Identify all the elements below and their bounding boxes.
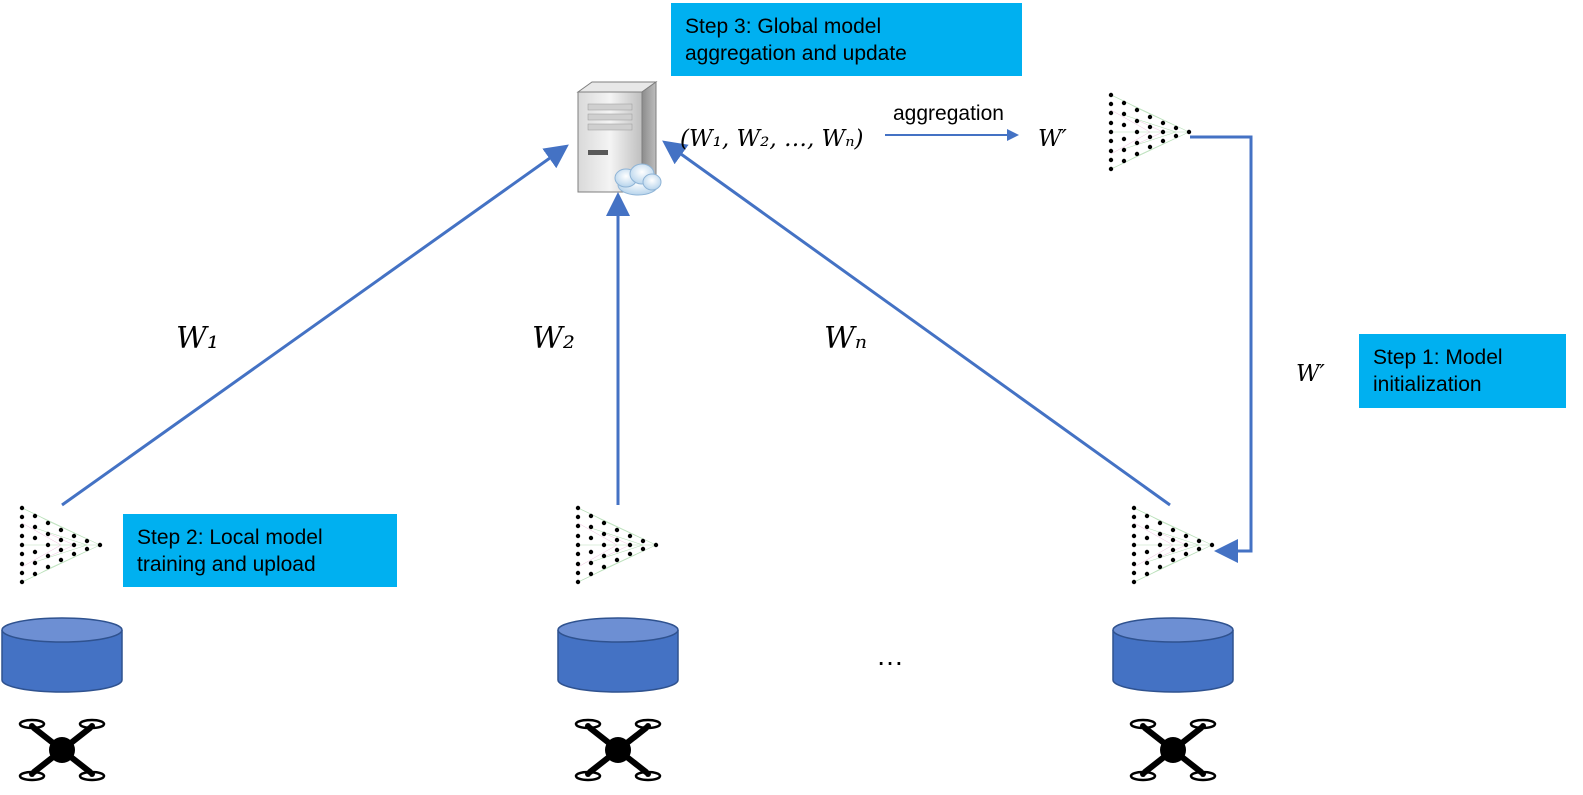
database-n-icon xyxy=(1112,617,1234,693)
initialization-arrow xyxy=(1190,135,1253,563)
wn-label: Wₙ xyxy=(824,321,867,356)
drone-1-icon xyxy=(20,720,104,780)
step3-line1: Step 3: Global model xyxy=(685,15,882,38)
step2-line2: training and upload xyxy=(137,553,316,576)
step1-line1: Step 1: Model xyxy=(1373,346,1503,369)
ellipsis-label: … xyxy=(876,640,904,671)
local-model-2-neural-network-icon xyxy=(575,505,659,585)
aggregation-label: aggregation xyxy=(893,102,1004,125)
local-model-1-neural-network-icon xyxy=(19,505,103,585)
drone-n-icon xyxy=(1131,720,1215,780)
cloud-icon xyxy=(614,163,662,196)
local-model-n-neural-network-icon xyxy=(1131,505,1215,585)
weights-tuple-label: (W₁, W₂, …, Wₙ) xyxy=(680,126,864,152)
step1-box: Step 1: Model initialization xyxy=(1359,334,1566,408)
upload-arrow-n xyxy=(662,140,1171,507)
w2-label: W₂ xyxy=(532,321,575,356)
step2-line1: Step 2: Local model xyxy=(137,526,323,549)
step2-box: Step 2: Local model training and upload xyxy=(123,514,397,587)
init-weights-label: W′ xyxy=(1296,361,1326,387)
upload-arrow-1 xyxy=(61,144,569,507)
step3-line2: aggregation and update xyxy=(685,42,907,65)
global-weights-label: W′ xyxy=(1038,126,1068,152)
database-1-icon xyxy=(1,617,123,693)
global-model-neural-network-icon xyxy=(1108,92,1192,172)
database-2-icon xyxy=(557,617,679,693)
drone-2-icon xyxy=(576,720,660,780)
step1-line2: initialization xyxy=(1373,373,1482,396)
w1-label: W₁ xyxy=(176,321,219,356)
step3-box: Step 3: Global model aggregation and upd… xyxy=(671,3,1022,76)
